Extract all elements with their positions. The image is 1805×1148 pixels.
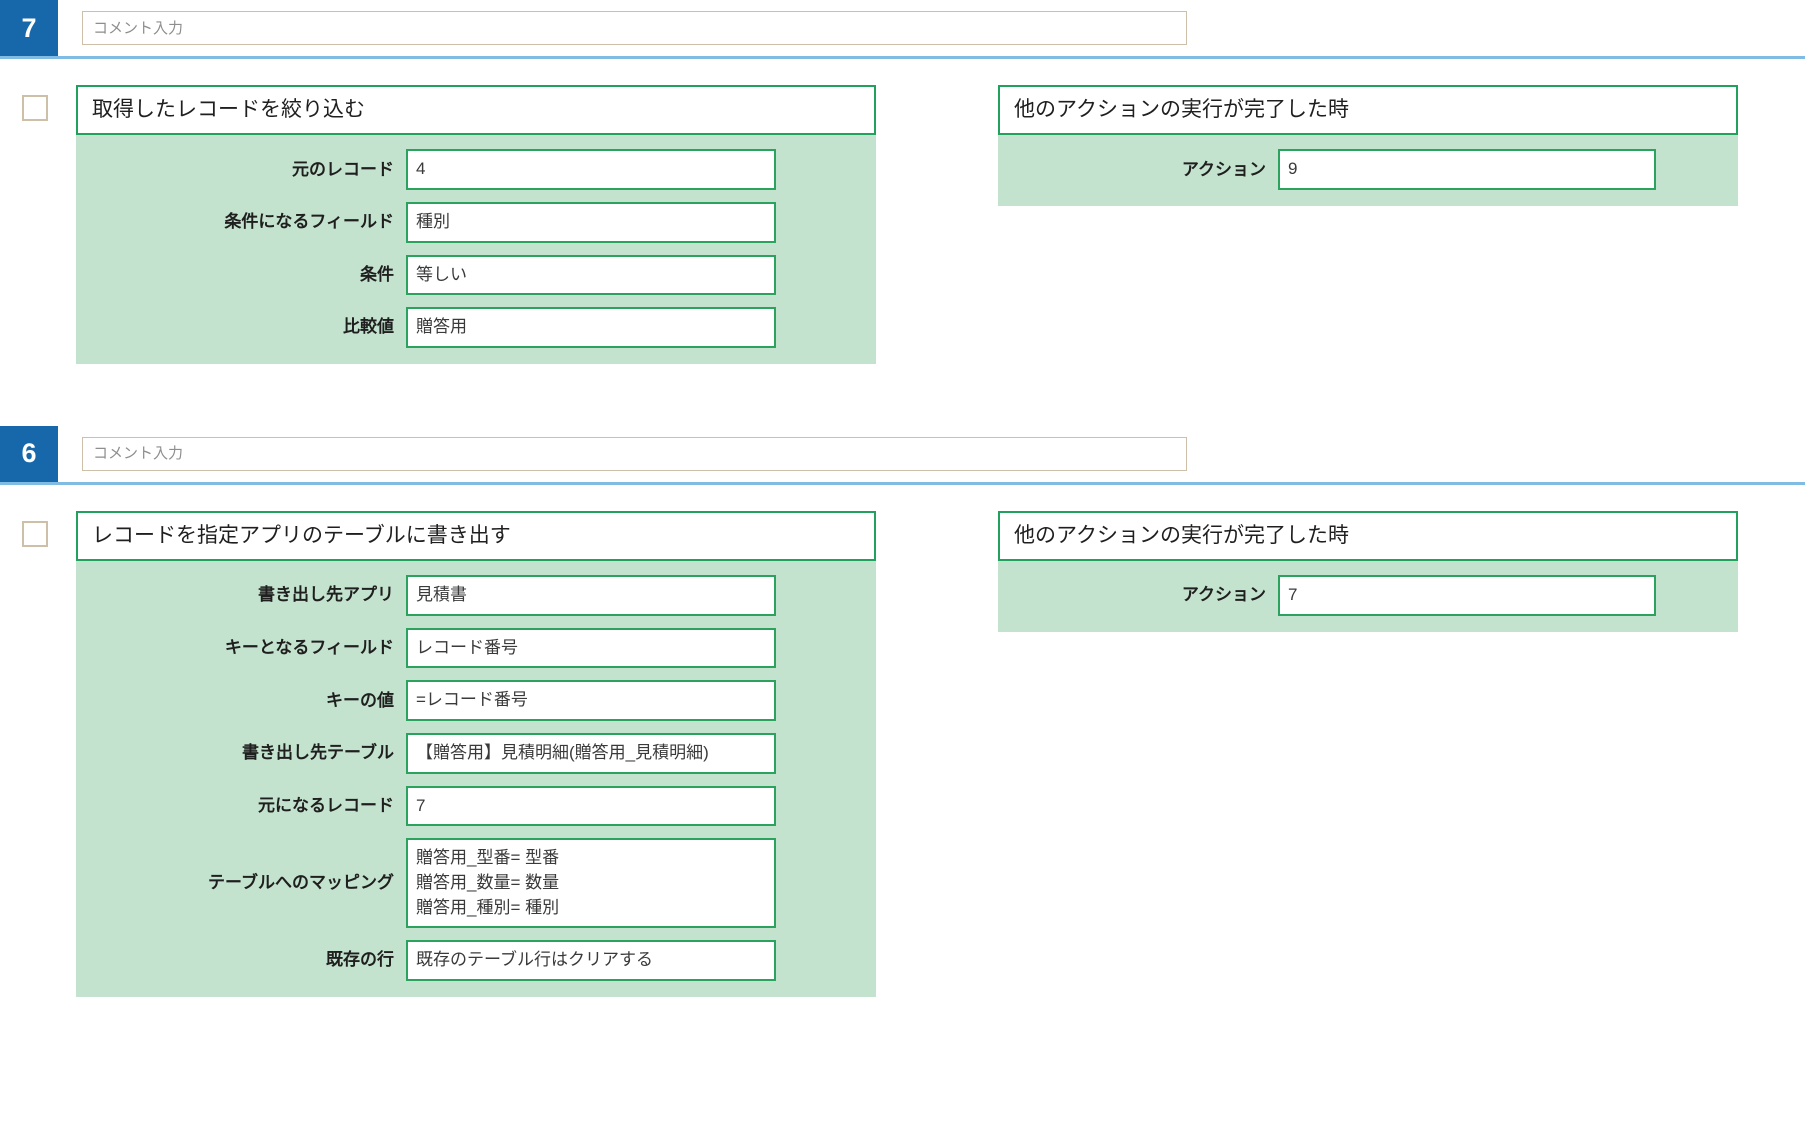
- trigger-card-6: 他のアクションの実行が完了した時 アクション 7: [998, 510, 1738, 632]
- field-row: アクション 7: [998, 575, 1678, 616]
- trigger-fields-7: アクション 9: [998, 135, 1738, 206]
- action-fields-7: 元のレコード 4 条件になるフィールド 種別 条件 等しい 比較値 贈答用: [76, 135, 876, 364]
- field-label-table-mapping: テーブルへのマッピング: [208, 873, 394, 893]
- field-row: キーの値 =レコード番号: [76, 680, 776, 721]
- step-divider-6: [0, 481, 1805, 485]
- field-value-key-value[interactable]: =レコード番号: [406, 680, 776, 721]
- field-label-target-table: 書き出し先テーブル: [242, 743, 394, 763]
- field-row: 条件になるフィールド 種別: [76, 201, 776, 243]
- field-row: 元になるレコード 7: [76, 785, 776, 827]
- field-row: 書き出し先テーブル 【贈答用】見積明細(贈答用_見積明細): [76, 732, 776, 774]
- field-label-source-record: 元のレコード: [292, 159, 394, 179]
- step-divider-7: [0, 56, 1805, 59]
- comment-field-wrapper-6: [58, 425, 1805, 482]
- field-value-condition[interactable]: 等しい: [406, 254, 776, 296]
- field-row: 元のレコード 4: [76, 149, 776, 190]
- field-row: 既存の行 既存のテーブル行はクリアする: [76, 940, 776, 981]
- step-body-6: レコードを指定アプリのテーブルに書き出す 書き出し先アプリ 見積書 キーとなるフ…: [0, 485, 1805, 997]
- trigger-title-6[interactable]: 他のアクションの実行が完了した時: [998, 510, 1738, 562]
- field-label-trigger-action: アクション: [1181, 159, 1266, 179]
- step-block-7: 7 取得したレコードを絞り込む 元のレコード 4 条件になるフィールド 種別: [0, 0, 1805, 364]
- field-label-base-record: 元になるレコード: [258, 795, 394, 815]
- comment-field-wrapper-7: [58, 0, 1805, 56]
- field-value-compare-value[interactable]: 贈答用: [406, 307, 776, 348]
- field-value-base-record[interactable]: 7: [406, 785, 776, 827]
- field-label-key-value: キーの値: [326, 690, 394, 710]
- action-title-6[interactable]: レコードを指定アプリのテーブルに書き出す: [76, 510, 876, 562]
- field-row: 書き出し先アプリ 見積書: [76, 575, 776, 616]
- step-number-badge-7: 7: [0, 0, 58, 56]
- step-select-checkbox-7[interactable]: [22, 95, 48, 121]
- field-value-condition-field[interactable]: 種別: [406, 201, 776, 243]
- field-value-key-field[interactable]: レコード番号: [406, 627, 776, 669]
- field-label-existing-rows: 既存の行: [326, 950, 394, 970]
- field-row: アクション 9: [998, 149, 1678, 190]
- step-header-row-6: 6: [0, 425, 1805, 482]
- step-header-row-7: 7: [0, 0, 1805, 56]
- trigger-card-7: 他のアクションの実行が完了した時 アクション 9: [998, 85, 1738, 206]
- field-value-trigger-action[interactable]: 7: [1278, 575, 1656, 616]
- action-fields-6: 書き出し先アプリ 見積書 キーとなるフィールド レコード番号 キーの値 =レコー…: [76, 561, 876, 997]
- step-number-badge-6: 6: [0, 425, 58, 482]
- comment-input-6[interactable]: [82, 436, 1187, 471]
- field-label-key-field: キーとなるフィールド: [224, 637, 394, 657]
- step-gap: [0, 364, 1805, 426]
- comment-input-7[interactable]: [82, 11, 1187, 45]
- field-value-trigger-action[interactable]: 9: [1278, 149, 1656, 190]
- trigger-fields-6: アクション 7: [998, 561, 1738, 632]
- field-label-condition-field: 条件になるフィールド: [224, 212, 394, 232]
- field-row: テーブルへのマッピング 贈答用_型番= 型番 贈答用_数量= 数量 贈答用_種別…: [76, 838, 776, 929]
- field-value-target-table[interactable]: 【贈答用】見積明細(贈答用_見積明細): [406, 732, 776, 774]
- action-card-7: 取得したレコードを絞り込む 元のレコード 4 条件になるフィールド 種別 条件 …: [76, 85, 876, 364]
- field-value-source-record[interactable]: 4: [406, 149, 776, 190]
- field-label-target-app: 書き出し先アプリ: [258, 585, 394, 605]
- field-label-condition: 条件: [360, 264, 394, 284]
- field-row: 比較値 贈答用: [76, 307, 776, 348]
- field-value-table-mapping[interactable]: 贈答用_型番= 型番 贈答用_数量= 数量 贈答用_種別= 種別: [406, 838, 776, 929]
- action-card-6: レコードを指定アプリのテーブルに書き出す 書き出し先アプリ 見積書 キーとなるフ…: [76, 510, 876, 997]
- field-label-trigger-action: アクション: [1181, 585, 1266, 605]
- field-row: 条件 等しい: [76, 254, 776, 296]
- field-label-compare-value: 比較値: [343, 317, 394, 337]
- field-value-target-app[interactable]: 見積書: [406, 575, 776, 616]
- step-block-6: 6 レコードを指定アプリのテーブルに書き出す 書き出し先アプリ 見積書 キーとな…: [0, 425, 1805, 997]
- trigger-title-7[interactable]: 他のアクションの実行が完了した時: [998, 85, 1738, 136]
- step-select-checkbox-6[interactable]: [22, 520, 48, 547]
- field-row: キーとなるフィールド レコード番号: [76, 627, 776, 669]
- action-title-7[interactable]: 取得したレコードを絞り込む: [76, 85, 876, 136]
- step-body-7: 取得したレコードを絞り込む 元のレコード 4 条件になるフィールド 種別 条件 …: [0, 59, 1805, 364]
- field-value-existing-rows[interactable]: 既存のテーブル行はクリアする: [406, 940, 776, 981]
